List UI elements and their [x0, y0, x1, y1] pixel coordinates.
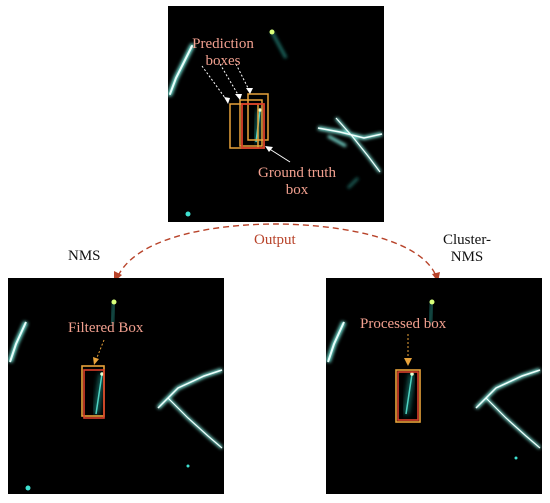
processed-box-label: Processed box [360, 316, 447, 332]
faint-streak [110, 301, 116, 325]
target-head [258, 108, 262, 112]
filtered-box-label: Filtered Box [68, 320, 144, 336]
cluster-nms-panel-image: Processed box [326, 278, 542, 494]
ground-truth-box [397, 371, 419, 421]
faint-streak [428, 301, 434, 325]
nms-panel-scene [8, 299, 223, 491]
bright-star [429, 299, 435, 305]
prediction-boxes-label: Prediction boxes [192, 36, 254, 69]
prediction-box-3 [247, 93, 269, 141]
target-head [100, 372, 104, 376]
nms-label: NMS [68, 248, 101, 264]
target-head [410, 372, 414, 376]
debris-streak-core [169, 45, 193, 95]
prediction-box-2 [239, 99, 263, 147]
faint-streak [270, 31, 288, 59]
top-panel-scene [168, 29, 383, 217]
filtered-box-arrow [95, 339, 105, 361]
top-panel-image: Prediction boxes Ground truth box [168, 6, 384, 222]
ground-truth-label: Ground truth box [258, 165, 336, 198]
prediction-arrows [201, 63, 251, 103]
dim-star [185, 211, 191, 217]
ground-truth-box [83, 369, 105, 419]
bright-star [111, 299, 117, 305]
cluster-nms-label: Cluster- NMS [442, 232, 492, 265]
prediction-box-1 [229, 103, 259, 149]
ground-truth-box [241, 103, 265, 149]
cluster-nms-panel-scene [326, 299, 541, 460]
dim-streak [346, 176, 360, 190]
right-debris-cluster [317, 117, 383, 173]
output-label: Output [252, 232, 298, 249]
dim-star [25, 485, 31, 491]
bright-star [269, 29, 275, 35]
nms-panel-image: Filtered Box [8, 278, 224, 494]
processed-box [395, 369, 421, 423]
ground-truth-arrow [267, 147, 291, 163]
